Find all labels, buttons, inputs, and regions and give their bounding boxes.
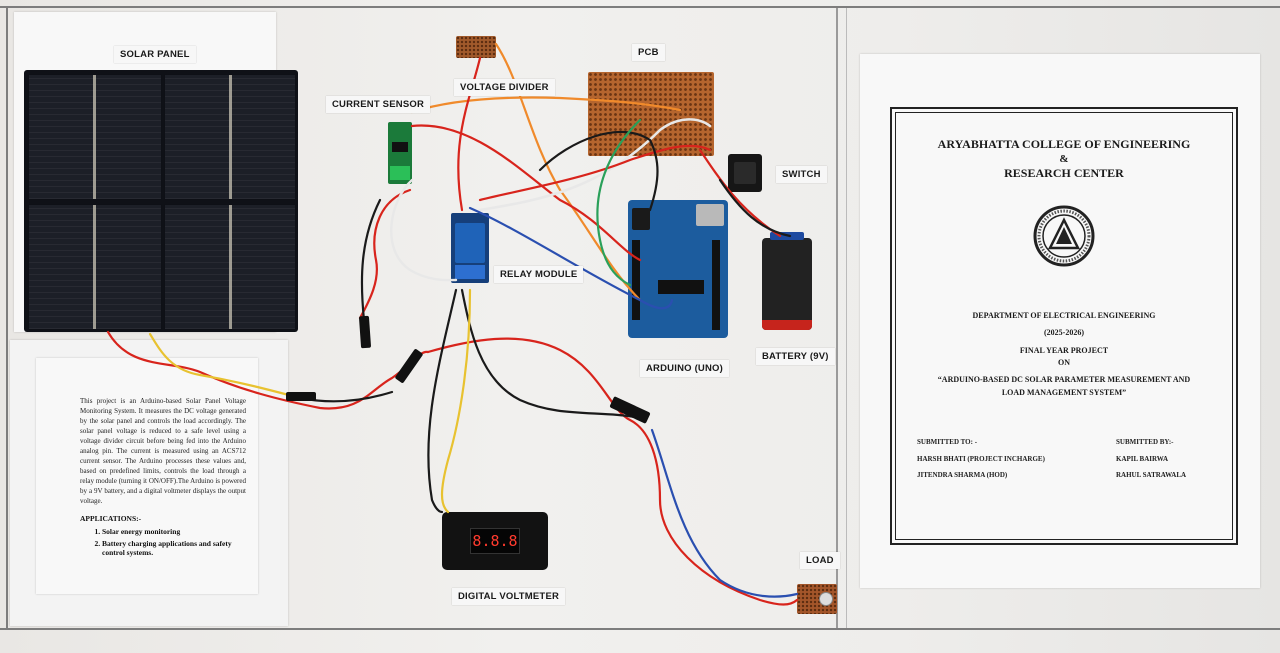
session: (2025-2026) <box>1044 328 1084 337</box>
submitted-by-name: RAHUL SATRAWALA <box>1116 471 1187 479</box>
description-text: This project is an Arduino-based Solar P… <box>80 397 246 505</box>
application-item: Solar energy monitoring <box>102 527 246 536</box>
cover-page: ARYABHATTA COLLEGE OF ENGINEERING & RESE… <box>890 107 1238 545</box>
arduino-uno-board <box>628 200 728 338</box>
board-fold-center <box>836 8 838 628</box>
wire-connector <box>359 315 371 349</box>
solar-cell <box>28 204 162 330</box>
application-item: Battery charging applications and safety… <box>102 539 246 557</box>
wire-connector <box>395 349 423 383</box>
label-current-sensor: CURRENT SENSOR <box>326 96 431 113</box>
board-fold-left <box>6 8 8 628</box>
wire-connector <box>609 396 651 424</box>
college-name-line2: RESEARCH CENTER <box>1004 166 1124 180</box>
label-solar-panel: SOLAR PANEL <box>114 46 196 63</box>
college-logo <box>1033 205 1095 267</box>
current-sensor-module <box>388 122 412 184</box>
college-name-amp: & <box>1059 153 1069 165</box>
wire-black <box>360 198 382 322</box>
digital-voltmeter: 8.8.8 <box>442 512 548 570</box>
board-edge-top <box>0 6 1280 8</box>
load-led-board <box>797 584 837 614</box>
wire-blue <box>650 428 799 598</box>
wire-yellow <box>440 288 472 514</box>
description-sheet: This project is an Arduino-based Solar P… <box>36 358 258 594</box>
label-switch: SWITCH <box>776 166 827 183</box>
label-battery: BATTERY (9V) <box>756 348 835 365</box>
solar-panel <box>24 70 298 332</box>
college-name-line1: ARYABHATTA COLLEGE OF ENGINEERING <box>937 137 1191 151</box>
label-load: LOAD <box>800 552 840 569</box>
project-type: FINAL YEAR PROJECT <box>1019 346 1109 355</box>
submitted-to-label: SUBMITTED TO: - <box>917 438 978 446</box>
voltage-divider-board <box>456 36 496 58</box>
wire-white <box>390 178 458 282</box>
wire-red <box>358 188 412 320</box>
board-fold-right <box>846 8 847 628</box>
wire-connector <box>286 392 316 401</box>
solar-cell <box>164 204 296 330</box>
on-label: ON <box>1058 358 1070 367</box>
wire-black <box>460 288 642 420</box>
applications-block: APPLICATIONS:- Solar energy monitoring B… <box>80 514 246 557</box>
rocker-switch <box>728 154 762 192</box>
label-digital-voltmeter: DIGITAL VOLTMETER <box>452 588 566 605</box>
voltmeter-display: 8.8.8 <box>470 528 520 554</box>
label-pcb: PCB <box>632 44 665 61</box>
label-relay-module: RELAY MODULE <box>494 266 584 283</box>
solar-cell <box>28 74 162 200</box>
board-edge-bottom <box>0 628 1280 630</box>
cover-sheet <box>860 54 1260 588</box>
label-arduino: ARDUINO (UNO) <box>640 360 730 377</box>
applications-list: Solar energy monitoring Battery charging… <box>80 527 246 557</box>
submitted-by-name: KAPIL BAIRWA <box>1116 455 1169 463</box>
label-voltage-divider: VOLTAGE DIVIDER <box>454 79 555 96</box>
pcb-board <box>588 72 714 156</box>
project-title: “ARDUINO-BASED DC SOLAR PARAMETER MEASUR… <box>937 375 1191 397</box>
wire-black <box>427 288 458 514</box>
relay-module <box>451 213 489 283</box>
battery-9v <box>762 232 812 330</box>
submitted-by-label: SUBMITTED BY:- <box>1116 438 1174 446</box>
applications-heading: APPLICATIONS:- <box>80 514 142 523</box>
submitted-to-name: JITENDRA SHARMA (HOD) <box>917 471 1008 479</box>
wire-black <box>298 390 394 403</box>
submitted-to-name: HARSH BHATI (PROJECT INCHARGE) <box>917 455 1045 463</box>
department: DEPARTMENT OF ELECTRICAL ENGINEERING <box>972 311 1156 320</box>
solar-cell <box>164 74 296 200</box>
